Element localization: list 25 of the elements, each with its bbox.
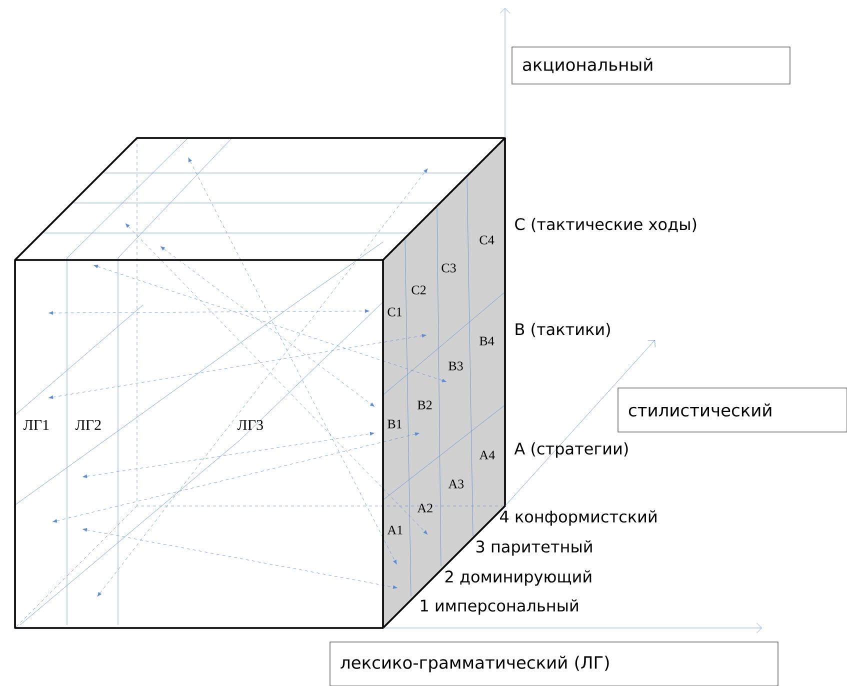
- cell-label: B1: [388, 420, 402, 428]
- cell-label: A1: [387, 526, 402, 534]
- column-label: ЛГ1: [23, 420, 49, 430]
- cell-label: B2: [418, 400, 432, 410]
- scale-label: 3 паритетный: [476, 540, 592, 556]
- cell-label: C1: [388, 308, 402, 316]
- cell-label: B4: [480, 336, 494, 346]
- cell-label: B3: [448, 362, 463, 370]
- cell-label: C2: [412, 286, 426, 294]
- scale-label: 1 имперсональный: [420, 599, 578, 615]
- level-label: C (тактические ходы): [515, 218, 696, 232]
- column-label: ЛГ3: [237, 420, 263, 430]
- cell-label: A3: [448, 480, 464, 488]
- cell-label: C4: [480, 236, 494, 244]
- scale-label: 2 доминирующий: [445, 570, 592, 586]
- level-label: B (тактики): [516, 322, 610, 338]
- scale-label: 4 конформистский: [500, 510, 656, 526]
- column-label: ЛГ2: [75, 420, 101, 430]
- label-box: акциональный: [512, 46, 790, 84]
- cell-label: A4: [479, 450, 495, 460]
- label-box: лексико-грамматический (ЛГ): [330, 642, 778, 686]
- level-label: A (стратегии): [514, 442, 628, 458]
- label-box: стилистический: [618, 388, 847, 432]
- cell-label: C3: [442, 264, 456, 272]
- cell-label: A2: [417, 504, 432, 512]
